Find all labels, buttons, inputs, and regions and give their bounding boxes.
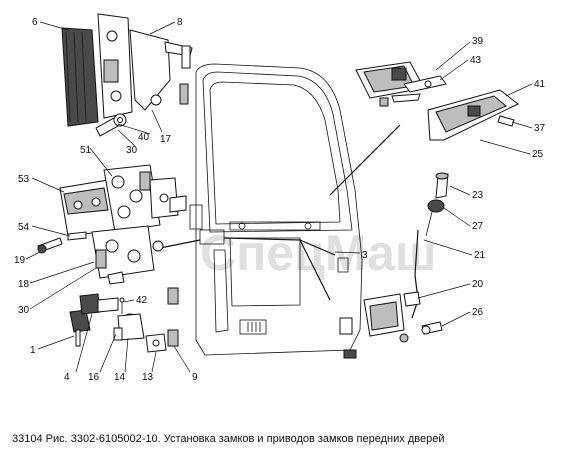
- callout-4: 4: [64, 372, 70, 383]
- callout-30: 30: [126, 145, 138, 156]
- part-8-striker: [97, 13, 193, 119]
- part-26-bolt: [421, 321, 443, 335]
- callout-27: 27: [472, 221, 484, 232]
- leader-lines: [25, 21, 533, 373]
- figure-caption: 33104 Рис. 3302-6105002-10. Установка за…: [12, 433, 445, 445]
- callout-37: 37: [534, 123, 546, 134]
- callout-9: 9: [192, 372, 198, 383]
- part-23-knob: [435, 172, 449, 199]
- callout-51: 51: [80, 145, 92, 156]
- part-20-bracket: [339, 291, 421, 359]
- callout-17: 17: [160, 134, 172, 145]
- part-18-linkage: [91, 225, 164, 285]
- part-40-bolt: [95, 113, 127, 137]
- callout-21: 21: [474, 250, 486, 261]
- part-14-lock-cylinder: [113, 313, 145, 341]
- part-54-screw: [67, 231, 87, 241]
- part-4-cylinder: [79, 293, 119, 315]
- callout-26: 26: [472, 307, 484, 318]
- part-13-bracket: [145, 333, 167, 353]
- part-41-handle-cover: [427, 89, 519, 141]
- part-42-pin: [119, 297, 125, 314]
- callout-13: 13: [142, 372, 154, 383]
- callout-25: 25: [532, 149, 544, 160]
- callout-8: 8: [177, 17, 183, 28]
- callout-41: 41: [534, 79, 546, 90]
- callout-labels: 6 8 17 40 30 51 53 54 19 18 30 1 4 16 14…: [14, 17, 546, 383]
- callout-20: 20: [472, 279, 484, 290]
- callout-6: 6: [32, 17, 38, 28]
- callout-1: 1: [30, 345, 36, 356]
- callout-39: 39: [472, 36, 484, 47]
- callout-14: 14: [114, 372, 126, 383]
- part-9-clips: [167, 287, 179, 347]
- callout-42: 42: [136, 295, 148, 306]
- callout-16: 16: [88, 372, 100, 383]
- callout-53: 53: [18, 174, 30, 185]
- callout-40: 40: [138, 132, 150, 143]
- part-6-seal: [61, 27, 99, 127]
- callout-19: 19: [14, 255, 26, 266]
- callout-18: 18: [18, 279, 30, 290]
- part-27-grommet: [425, 199, 445, 237]
- part-1-key: [69, 309, 91, 347]
- callout-3: 3: [362, 250, 368, 261]
- callout-23: 23: [472, 190, 484, 201]
- control-rods: [159, 124, 419, 319]
- callout-54: 54: [18, 222, 30, 233]
- callout-43: 43: [470, 55, 482, 66]
- part-39-handle-base: [355, 61, 447, 107]
- part-19-screw: [37, 237, 63, 254]
- part-53-lock-body: [59, 164, 187, 237]
- door-frame: [189, 63, 363, 356]
- callout-30-lower: 30: [18, 305, 30, 316]
- watermark: СпецМаш: [200, 225, 437, 281]
